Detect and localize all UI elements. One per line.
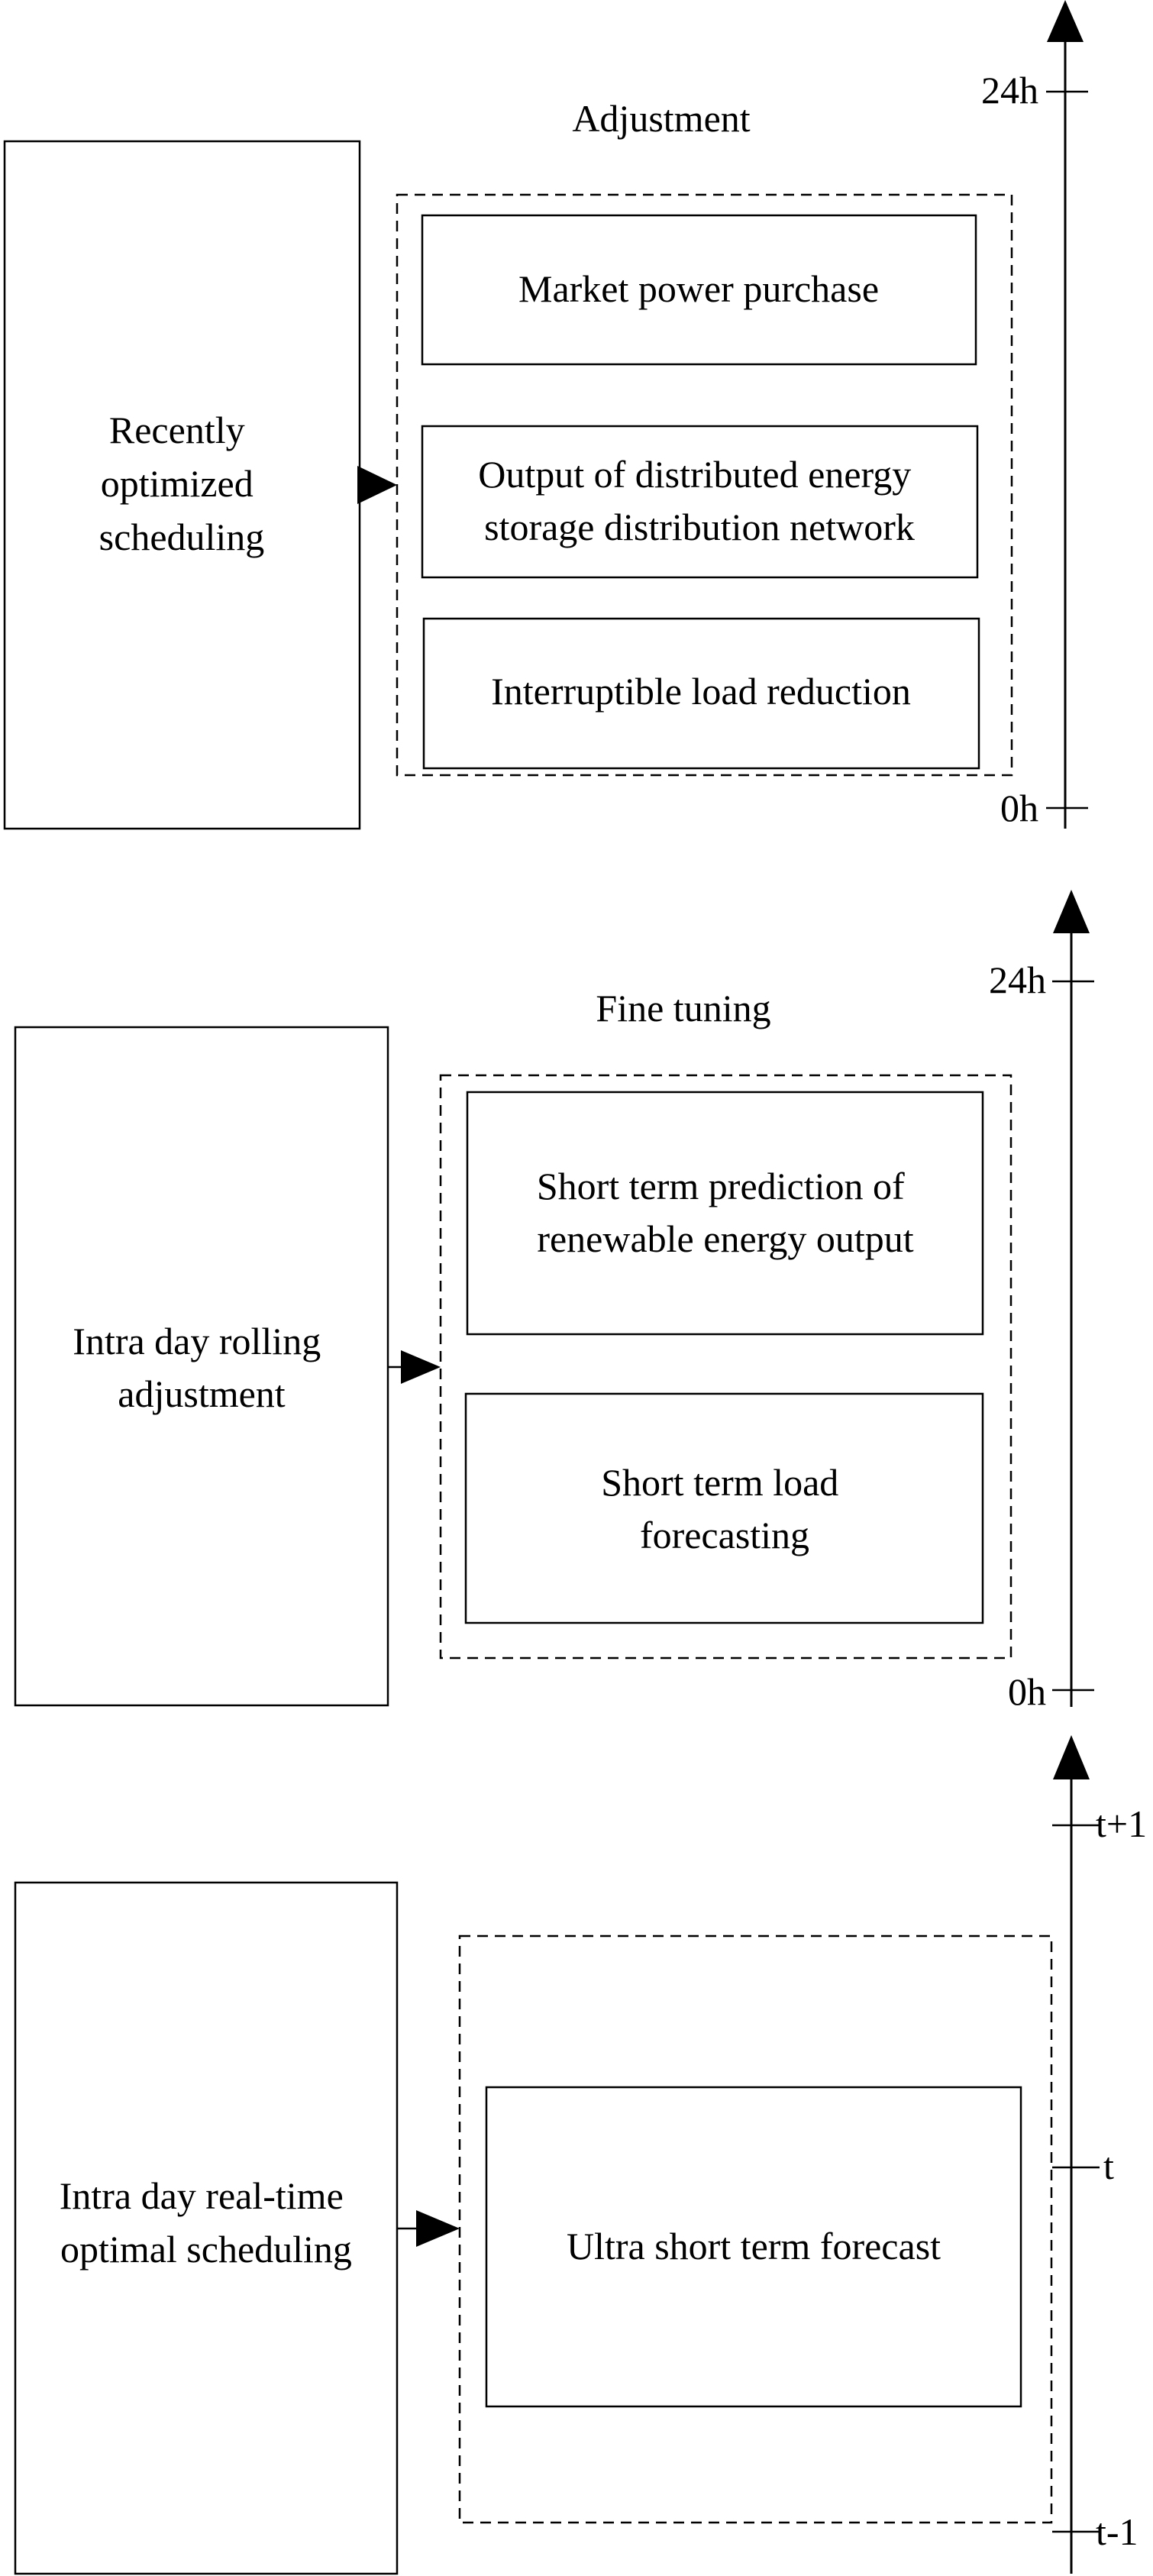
fine-tuning-title: Fine tuning [596,987,770,1029]
ultra-short-term-forecast-label: Ultra short term forecast [567,2225,941,2267]
market-power-purchase-label: Market power purchase [518,267,879,310]
panel-intra-day-rolling: Intra day rolling adjustment Fine tuning… [14,890,1094,1713]
arrow-to-forecast-group [416,2210,460,2247]
intra-day-rolling-adjustment-box [14,1026,389,1707]
axis-label-24h-2: 24h [989,958,1046,1001]
interruptible-load-label: Interruptible load reduction [491,670,911,713]
fine-tuning-group [439,1074,1013,1660]
time-axis-2-arrowhead [1053,890,1090,933]
short-term-load-forecasting-label: Short term load forecasting [601,1461,848,1556]
axis-label-t-plus-1: t+1 [1096,1802,1147,1845]
time-axis-3-arrowhead [1053,1735,1090,1779]
distributed-energy-storage-label: Output of distributed energy storage dis… [478,453,921,548]
axis-label-t-minus-1: t-1 [1096,2510,1138,2553]
intra-day-rolling-adjustment-label: Intra day rolling adjustment [73,1320,330,1415]
adjustment-group [396,193,1013,777]
real-time-optimal-scheduling-label: Intra day real-time optimal scheduling [60,2174,354,2271]
axis-label-24h-1: 24h [981,69,1038,112]
ultra-short-term-forecast-box [485,2086,1022,2408]
renewable-prediction-box [466,1091,984,1336]
recently-optimized-scheduling-label: Recently optimized scheduling [99,409,265,558]
time-axis-1-arrowhead [1047,0,1084,42]
distributed-energy-storage-box [421,425,979,579]
arrow-to-adjustment [357,466,397,504]
short-term-load-forecasting-box [464,1392,984,1624]
market-power-purchase-box [421,214,977,366]
real-time-optimal-scheduling-box [14,1881,399,2575]
renewable-prediction-label: Short term prediction of renewable energ… [537,1165,914,1260]
adjustment-title: Adjustment [572,97,750,140]
forecast-group [458,1934,1053,2524]
axis-label-0h-1: 0h [1000,787,1038,829]
panel-intra-day-real-time: Intra day real-time optimal scheduling U… [14,1735,1147,2575]
axis-label-0h-2: 0h [1008,1670,1046,1713]
interruptible-load-box [422,617,980,770]
panel-day-ahead: Recently optimized scheduling Adjustment… [3,0,1088,830]
axis-label-t: t [1103,2145,1114,2187]
arrow-to-fine-tuning [401,1350,441,1384]
recently-optimized-scheduling-box [3,140,361,830]
